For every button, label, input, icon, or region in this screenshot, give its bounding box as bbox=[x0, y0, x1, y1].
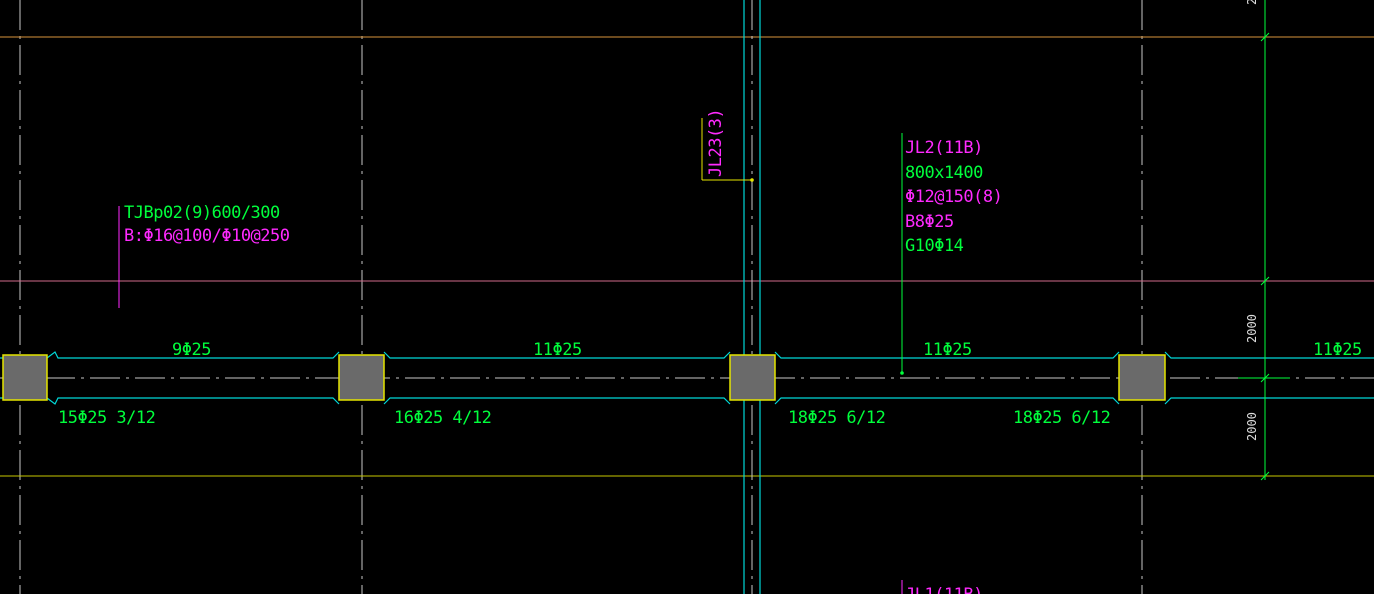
tjbp-label-line1: TJBp02(9)600/300 bbox=[124, 203, 280, 223]
dimension-tick-3 bbox=[1260, 471, 1270, 481]
columns bbox=[2, 354, 1166, 401]
jl2-label-line5: G10Φ14 bbox=[905, 236, 964, 256]
jl2-label-line4: B8Φ25 bbox=[905, 212, 954, 232]
top-bar-label-3: 11Φ25 bbox=[923, 340, 972, 360]
jl23-label: JL23(3) bbox=[706, 109, 726, 177]
bottom-bar-label-3: 18Φ25 6/12 bbox=[788, 408, 885, 428]
jl2-label-line1: JL2(11B) bbox=[905, 138, 983, 158]
vertical-beam bbox=[743, 0, 761, 594]
column-1 bbox=[2, 354, 48, 401]
top-bar-label-1: 9Φ25 bbox=[172, 340, 211, 360]
vertical-grid-lines bbox=[19, 0, 1143, 594]
jl23-leader-dot bbox=[750, 178, 754, 182]
dimension-tick-1 bbox=[1260, 276, 1270, 286]
dimension-line-vertical bbox=[1238, 0, 1290, 481]
bottom-bar-label-4: 18Φ25 6/12 bbox=[1013, 408, 1110, 428]
dimension-text-lower: 2000 bbox=[1245, 412, 1259, 441]
column-4 bbox=[1118, 354, 1166, 401]
top-bar-label-4: 11Φ25 bbox=[1313, 340, 1362, 360]
dimension-tick-top bbox=[1260, 32, 1270, 42]
tjbp-label-line2: B:Φ16@100/Φ10@250 bbox=[124, 226, 290, 246]
jl1-label-partial: JL1(11B) bbox=[905, 585, 983, 594]
jl2-label-line2: 800x1400 bbox=[905, 163, 983, 183]
dimension-text-top-partial: 2 bbox=[1245, 0, 1259, 5]
column-2 bbox=[338, 354, 385, 401]
dimension-text-upper: 2000 bbox=[1245, 314, 1259, 343]
jl2-leader-dot bbox=[900, 371, 904, 375]
jl2-label-line3: Φ12@150(8) bbox=[905, 187, 1002, 207]
bottom-bar-label-2: 16Φ25 4/12 bbox=[394, 408, 491, 428]
bottom-bar-label-1: 15Φ25 3/12 bbox=[58, 408, 155, 428]
column-3 bbox=[729, 354, 776, 401]
top-bar-label-2: 11Φ25 bbox=[533, 340, 582, 360]
